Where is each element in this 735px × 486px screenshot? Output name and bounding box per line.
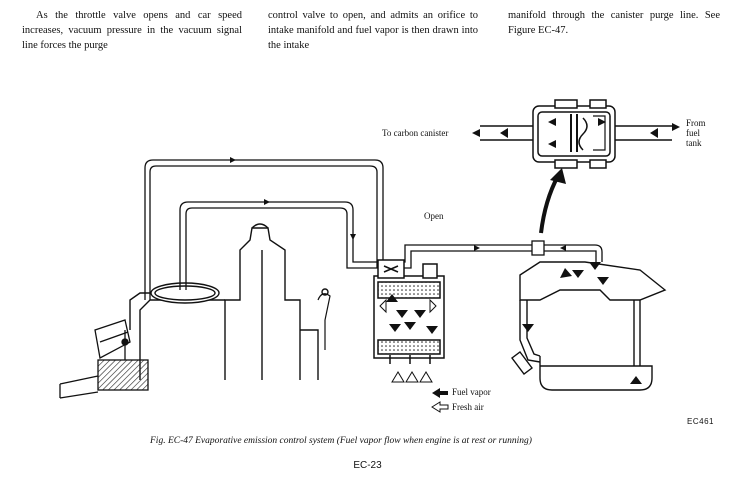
detail-flow-arrows xyxy=(500,118,658,148)
detail-pointer-arrow xyxy=(539,175,560,234)
page-number: EC-23 xyxy=(353,460,382,471)
canister-air-arrows xyxy=(379,298,437,383)
body-text-column-2: control valve to open, and admits an ori… xyxy=(268,10,478,51)
air-intake xyxy=(59,319,149,399)
detail-pointer-head xyxy=(550,168,566,184)
legend-fresh-air-label: Fresh air xyxy=(452,402,484,412)
purge-valve-detail xyxy=(480,99,672,169)
label-from-line-1: From xyxy=(686,118,706,128)
label-to-carbon-canister: To carbon canister xyxy=(382,128,449,138)
figure-code: EC461 xyxy=(687,417,714,426)
from-tank-arrow xyxy=(672,123,680,131)
legend-fuel-vapor-label: Fuel vapor xyxy=(452,387,491,397)
fuel-tank xyxy=(511,261,667,391)
carbon-canister xyxy=(373,259,445,364)
body-text-column-1: As the throttle valve opens and car spee… xyxy=(22,10,242,51)
to-canister-arrow xyxy=(472,129,480,137)
legend-fresh-air-symbol xyxy=(431,401,449,413)
figure-caption: Fig. EC-47 Evaporative emission control … xyxy=(150,436,532,446)
label-open: Open xyxy=(424,211,444,221)
line-flow-marks xyxy=(230,157,566,251)
label-from-fuel-tank: From fuel tank xyxy=(686,118,706,148)
body-text-column-3: manifold through the canister purge line… xyxy=(508,10,720,36)
canister-vapor-arrows xyxy=(386,294,438,334)
tank-vapor-arrows xyxy=(522,262,642,384)
engine-block xyxy=(129,223,331,380)
label-from-line-3: tank xyxy=(686,138,702,148)
legend-fuel-vapor-symbol xyxy=(432,388,448,398)
purge-lines xyxy=(144,159,603,300)
label-from-line-2: fuel xyxy=(686,128,700,138)
